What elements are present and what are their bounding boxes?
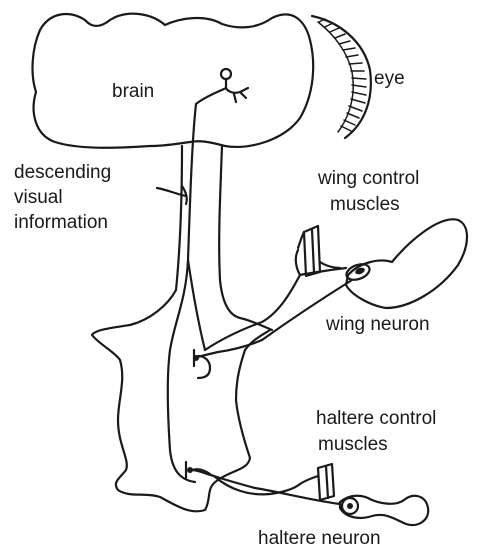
eye-shape — [312, 16, 371, 138]
haltere-synapse-dot — [187, 467, 193, 473]
label-brain: brain — [112, 81, 154, 102]
brain-neuron — [196, 69, 248, 104]
label-eye: eye — [374, 68, 405, 89]
wing-synapse-dot — [193, 355, 199, 361]
label-wing-neuron: wing neuron — [325, 314, 430, 335]
label-wing-control-line-1: wing control — [317, 168, 419, 189]
label-descending-line-2: visual — [14, 187, 63, 208]
brain-outline — [33, 14, 314, 148]
descending-axon-branch — [188, 260, 205, 350]
haltere-axon — [192, 470, 255, 488]
wing-muscles — [298, 226, 340, 276]
label-haltere-control-line-2: muscles — [318, 434, 388, 455]
label-haltere-neuron: haltere neuron — [258, 528, 381, 548]
label-wing-control-line-2: muscles — [330, 194, 400, 215]
label-haltere-control-line-1: haltere control — [316, 408, 436, 429]
label-descending-line-3: information — [14, 212, 108, 233]
wing-motor-branch — [205, 275, 300, 350]
haltere-neuron — [255, 488, 428, 525]
haltere-muscles — [300, 464, 334, 500]
haltere-motor-branch — [214, 476, 300, 494]
label-descending-line-1: descending — [14, 162, 111, 183]
